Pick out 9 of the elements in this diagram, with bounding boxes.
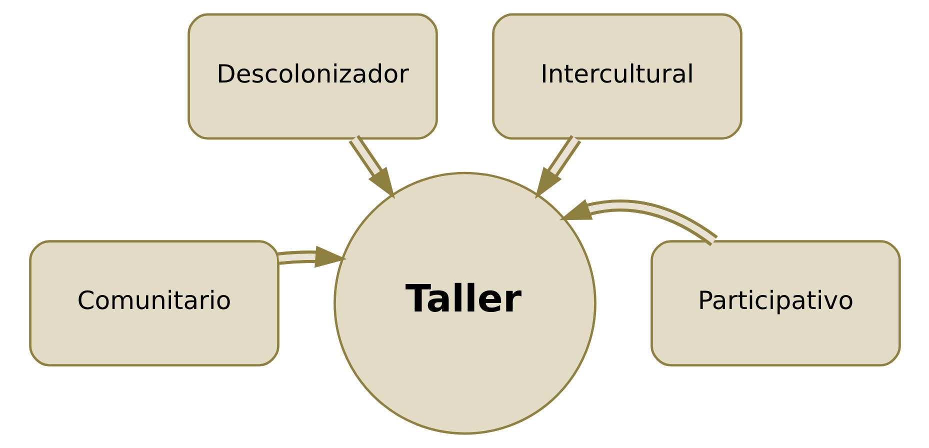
node-circle: Taller — [333, 172, 596, 435]
arrow — [277, 246, 346, 268]
arrow — [348, 135, 395, 199]
node-box: Intercultural — [492, 13, 742, 140]
node-box: Comunitario — [28, 240, 279, 366]
arrow — [534, 135, 581, 199]
arrow — [558, 199, 718, 246]
node-box: Descolonizador — [187, 13, 438, 140]
node-box: Participativo — [650, 240, 900, 366]
